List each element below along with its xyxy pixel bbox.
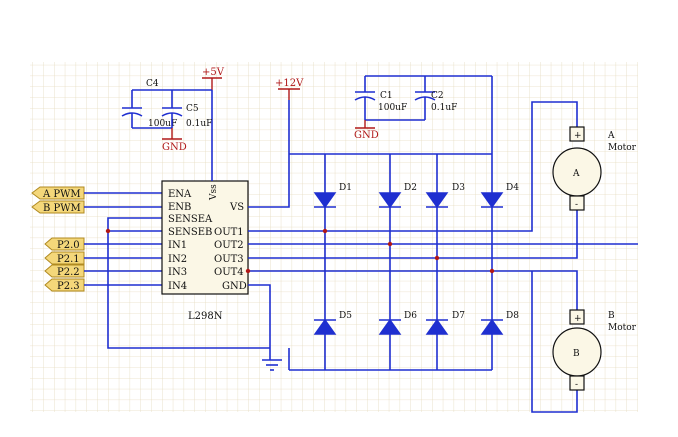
motor-a-center: A: [572, 169, 580, 179]
motor-b-plus: +: [574, 314, 582, 324]
diode-d2: D2: [378, 183, 417, 209]
gnd-label-c5: GND: [162, 142, 187, 153]
input-tag-label: P2.1: [57, 254, 80, 265]
chip-pin-vs: VS: [229, 202, 244, 213]
output-wires: [245, 101, 638, 413]
diode-label: D5: [339, 311, 352, 321]
input-tag-p20: P2.0: [44, 237, 85, 251]
motor-a-name: A: [607, 131, 615, 141]
input-tag-p22: P2.2: [44, 264, 85, 278]
diode-d3: D3: [425, 183, 465, 209]
cap-c5-name: C5: [186, 104, 199, 114]
diode-d5: D5: [313, 311, 352, 335]
diode-d7: D7: [425, 311, 465, 335]
l298n-chip: ENA ENB SENSEA SENSEB IN1 IN2 IN3 IN4 VS…: [161, 180, 249, 322]
chip-pin-in2: IN2: [168, 254, 187, 265]
chip-pin-out4: OUT4: [214, 267, 244, 278]
motor-a: + A - A Motor: [552, 126, 637, 211]
diode-d8: D8: [480, 311, 519, 335]
diode-label: D6: [404, 311, 417, 321]
chip-pin-vss: Vss: [209, 184, 219, 201]
gnd-label-c1: GND: [354, 130, 379, 141]
cap-c4-name: C4: [146, 79, 159, 89]
cap-c2-name: C2: [431, 91, 444, 101]
input-tag-label: P2.3: [57, 281, 80, 292]
motor-b-minus: -: [575, 380, 578, 390]
motor-a-label: Motor: [608, 143, 637, 153]
ground-symbol: [262, 359, 282, 371]
motor-b: + B - B Motor: [552, 309, 637, 391]
diode-d6: D6: [378, 311, 417, 335]
logic-supply: +5V C4 100uF C5 0.1uF GND: [121, 67, 225, 181]
supply-5v-label: +5V: [202, 67, 225, 78]
motor-b-center: B: [573, 349, 580, 359]
input-tag-label: B PWM: [43, 203, 81, 214]
chip-pin-ena: ENA: [168, 189, 192, 200]
grid-background: [30, 62, 638, 412]
diode-label: D8: [506, 311, 519, 321]
diode-label: D7: [452, 311, 465, 321]
motor-b-name: B: [608, 311, 615, 321]
chip-pin-out1: OUT1: [214, 227, 244, 238]
motor-a-minus: -: [575, 200, 578, 210]
input-tag-pwm-a: A PWM: [31, 186, 85, 200]
supply-12v-label: +12V: [275, 78, 304, 89]
cap-c2-value: 0.1uF: [431, 103, 457, 113]
input-tag-label: A PWM: [42, 189, 81, 200]
diode-label: D3: [452, 183, 465, 193]
input-wires: [84, 192, 270, 349]
chip-pin-in3: IN3: [168, 267, 187, 278]
diode-bridge: D1 D2 D3 D4 D5 D6 D7 D8: [288, 154, 519, 371]
chip-pin-in1: IN1: [168, 240, 187, 251]
diode-d4: D4: [480, 183, 519, 209]
cap-c4-value: 100uF: [148, 119, 177, 129]
diode-label: D4: [506, 183, 519, 193]
input-tag-pwm-b: B PWM: [31, 200, 85, 214]
input-tag-label: P2.0: [57, 240, 80, 251]
chip-pin-senseb: SENSEB: [168, 227, 212, 238]
diode-d1: D1: [313, 183, 352, 209]
diode-label: D2: [404, 183, 417, 193]
motor-b-label: Motor: [608, 323, 637, 333]
diode-label: D1: [339, 183, 352, 193]
input-tag-p21: P2.1: [44, 251, 85, 265]
chip-pin-enb: ENB: [168, 202, 191, 213]
cap-c5-value: 0.1uF: [186, 119, 212, 129]
chip-pin-out2: OUT2: [214, 240, 244, 251]
chip-name: L298N: [188, 311, 223, 322]
chip-pin-gnd: GND: [222, 281, 247, 292]
motor-a-plus: +: [574, 131, 582, 141]
chip-pin-out3: OUT3: [214, 254, 244, 265]
input-tag-p23: P2.3: [44, 278, 85, 292]
chip-pin-in4: IN4: [168, 281, 187, 292]
input-tag-label: P2.2: [57, 267, 80, 278]
cap-c1-name: C1: [380, 91, 393, 101]
cap-c1-value: 100uF: [378, 103, 407, 113]
chip-pin-sensea: SENSEA: [168, 214, 213, 225]
